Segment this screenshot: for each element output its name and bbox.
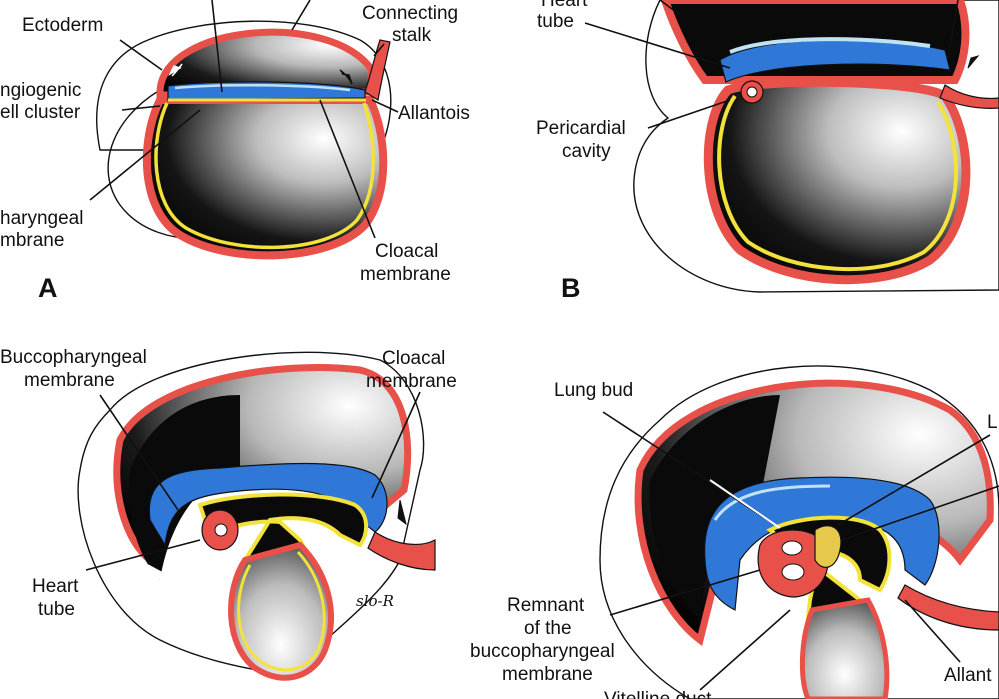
panel-b-yolk-sac [703, 77, 971, 285]
label-d-remnant-3: buccopharyngeal [470, 641, 615, 662]
label-a-cloacal-1: Cloacal [375, 241, 438, 262]
label-a-ectoderm: Ectoderm [22, 15, 103, 36]
panel-a-left-outline [107, 89, 201, 239]
panel-a-yolk-sac [142, 96, 388, 260]
panel-b-letter: B [561, 273, 581, 303]
label-c-bucco-2: membrane [24, 370, 115, 391]
panel-c-yolk-sac [228, 541, 334, 681]
label-b-heart-2: tube [537, 11, 574, 32]
artist-signature: slo-R [356, 592, 394, 610]
label-b-pericardial-1: Pericardial [536, 118, 626, 139]
label-d-lung-bud: Lung bud [554, 380, 633, 401]
panel-d-heart [757, 529, 829, 598]
panel-b-endoderm-line [717, 94, 958, 272]
panel-a-fold-arrow-right [339, 69, 353, 85]
panel-b: Heart tube Pericardial cavity B [536, 0, 999, 303]
panel-d: Lung bud L Remnant of the buccopharyngea… [470, 365, 999, 699]
panel-b-heart-tube [740, 80, 764, 104]
panel-b-arrow-right [967, 55, 980, 69]
label-a-angiogenic-2: ell cluster [0, 102, 81, 123]
panel-d-body-black [649, 395, 780, 620]
label-d-remnant-2: of the [524, 618, 572, 639]
panel-d-neural-highlight [713, 484, 831, 521]
panel-c-leaders [85, 391, 421, 571]
label-a-connecting-2: stalk [392, 25, 432, 46]
label-d-vitelline: Vitelline duct [604, 689, 712, 699]
panel-d-vitelline [799, 597, 890, 699]
label-c-heart-1: Heart [32, 576, 79, 597]
panel-a: Ectoderm ngiogenic ell cluster Connectin… [0, 0, 470, 303]
label-c-heart-2: tube [38, 599, 75, 620]
panel-b-arrow-left [686, 78, 704, 90]
label-a-angiogenic-1: ngiogenic [0, 80, 81, 101]
label-d-l-fragment: L [987, 412, 998, 433]
label-a-connecting-1: Connecting [362, 3, 458, 24]
label-a-cloacal-2: membrane [360, 264, 451, 285]
panel-b-neural-highlight [729, 37, 931, 54]
label-c-cloacal-1: Cloacal [382, 348, 445, 369]
panel-d-neural-tube [704, 476, 940, 611]
label-a-pharyngeal-1: haryngeal [0, 208, 83, 229]
label-d-remnant-1: Remnant [507, 595, 585, 616]
label-c-cloacal-2: membrane [366, 371, 457, 392]
label-b-heart-1: Heart [541, 0, 588, 11]
panel-a-letter: A [38, 273, 58, 303]
panel-c-arrow-heart [147, 564, 173, 580]
label-b-pericardial-2: cavity [562, 141, 611, 162]
panel-d-liver-bud [814, 525, 842, 568]
label-d-allantois: Allant [944, 665, 992, 686]
panel-d-white-pointer [709, 479, 781, 529]
label-d-remnant-4: membrane [502, 664, 593, 685]
panel-c-neural-tube [148, 462, 388, 547]
panel-c-arrow-tail [397, 499, 407, 526]
panel-b-leaders [584, 0, 959, 129]
panel-c-allantois [367, 531, 436, 571]
panel-a-leaders [89, 0, 399, 239]
panel-a-connecting-stalk [364, 39, 391, 101]
panel-a-endoderm-line [154, 102, 375, 250]
panel-a-disc-highlight [174, 83, 351, 92]
panel-c-yolk-endoderm [237, 550, 326, 672]
label-a-pharyngeal-2: mbrane [0, 230, 64, 251]
label-a-allantois: Allantois [398, 103, 470, 124]
panel-a-fold-arrow-left [168, 63, 183, 77]
label-c-bucco-1: Buccopharyngeal [0, 347, 147, 368]
panel-b-allantois [939, 84, 999, 109]
panel-c-heart-tube [201, 509, 239, 551]
panel-c: Buccopharyngeal membrane Cloacal membran… [0, 347, 457, 681]
